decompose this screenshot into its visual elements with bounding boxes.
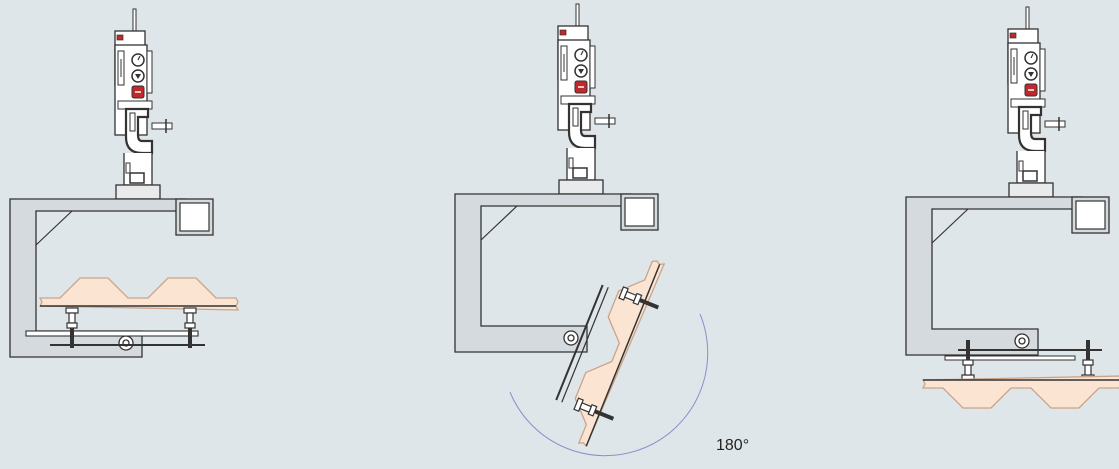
profiled-panel-icon xyxy=(922,375,1119,409)
configuration-rotated xyxy=(454,2,709,457)
rotation-arc-icon xyxy=(509,313,709,457)
configuration-lower xyxy=(905,5,1119,409)
profiled-panel-icon xyxy=(39,277,239,311)
configuration-upper xyxy=(9,7,239,358)
rotation-angle-label: 180° xyxy=(716,437,750,454)
